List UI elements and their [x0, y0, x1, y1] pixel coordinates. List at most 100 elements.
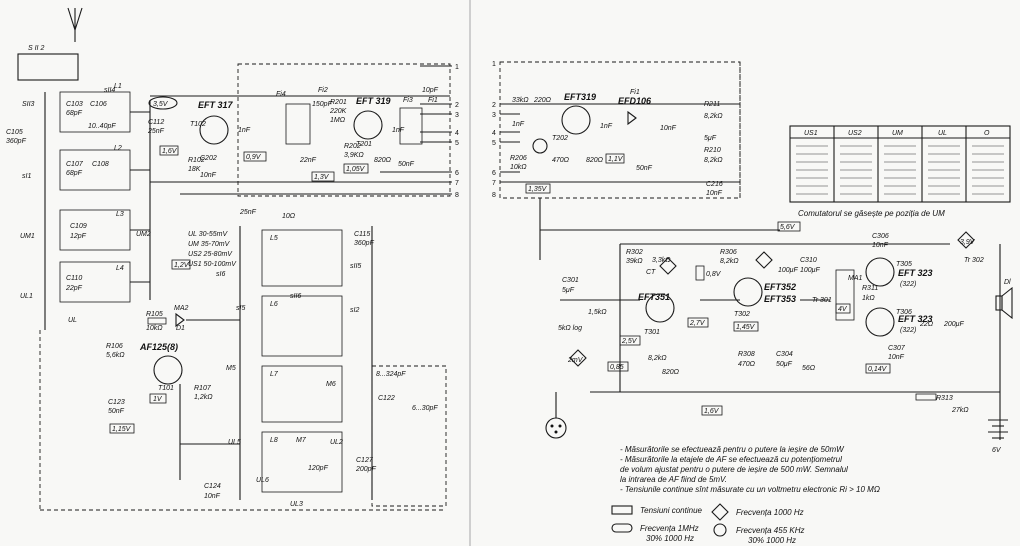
switch-m5: M5 — [226, 365, 236, 372]
diode-ma2: MA2 — [174, 305, 189, 312]
c105-label: C105 — [6, 129, 23, 136]
diode-d1: D1 — [176, 325, 185, 332]
c310-label: C310 — [800, 257, 817, 264]
c124-value: 10nF — [204, 493, 221, 500]
eft319b-label: EFT319 — [564, 92, 596, 102]
r102-label: R102 — [188, 157, 205, 164]
pin-right-3: 3 — [492, 112, 496, 119]
c202-nf: 1nF — [238, 127, 251, 134]
r106-value: 5,6kΩ — [106, 352, 125, 359]
c208-value: 50nF — [398, 161, 415, 168]
if-transformer-2 — [399, 107, 423, 145]
right-input-pins — [500, 103, 540, 183]
switch-ul: UL — [68, 317, 77, 324]
switch-ul5: UL5 — [228, 439, 241, 446]
r210-value: 8,2kΩ — [704, 157, 723, 164]
c209-value: 1nF — [512, 121, 525, 128]
t101-label: T101 — [158, 385, 174, 392]
eft319-label: EFT 319 — [356, 96, 391, 106]
transistor-t201 — [353, 110, 383, 140]
r311-label: R311 — [862, 285, 878, 292]
c307-label: C307 — [888, 345, 906, 352]
c122-label: C122 — [378, 395, 395, 402]
c304-label: C304 — [776, 351, 793, 358]
eft351-label: EFT351 — [638, 292, 670, 302]
volume-pot[interactable]: 5kΩ log — [558, 325, 582, 332]
coil-l4: L4 — [116, 265, 124, 272]
n322b-label: (322) — [900, 327, 916, 334]
ul-range-1: UL 30-55mV — [188, 231, 229, 238]
pin-left-1: 1 — [455, 64, 459, 71]
c109-value: 12pF — [70, 233, 87, 240]
c123-value: 50nF — [108, 408, 125, 415]
pin-right-4: 4 — [492, 130, 496, 137]
voltage-12v: 1,2V — [174, 262, 190, 269]
ul-range-2: UM 35-70mV — [188, 241, 231, 248]
left-output-pins — [150, 65, 452, 195]
c215-value: 5μF — [704, 135, 717, 142]
r-220: 220Ω — [533, 97, 552, 104]
pin-left-8: 8 — [455, 192, 459, 199]
t102-label: T102 — [190, 121, 206, 128]
r210-label: R210 — [704, 147, 721, 154]
r-33k: 33kΩ — [512, 97, 529, 104]
r205-value: 820Ω — [586, 157, 604, 164]
c107-label: C107 — [66, 161, 84, 168]
voltage-35v: 3,5V — [153, 101, 169, 108]
legend-diamond-icon — [711, 503, 729, 521]
voltage-09v: 0,9V — [246, 154, 262, 161]
switch-m7: M7 — [296, 437, 307, 444]
r301-value: 3,3kΩ — [652, 257, 671, 264]
t306-label: T306 — [896, 309, 912, 316]
dc-box-25v — [619, 335, 641, 346]
ul-range-4: US1 50-100mV — [188, 261, 237, 268]
c304-value: 50μF — [776, 361, 793, 368]
voltage-1v: 1V — [153, 396, 163, 403]
tr301-label: Tr 301 — [812, 297, 832, 304]
switch-table-caption: Comutatorul se găsește pe poziția de UM — [798, 209, 945, 218]
c207-value: 10pF — [422, 87, 439, 94]
pin-right-7: 7 — [492, 180, 496, 187]
voltage-27v: 2,7V — [689, 320, 706, 327]
r305-value: 1,5kΩ — [588, 309, 607, 316]
efd106-label: EFD106 — [618, 96, 652, 106]
voltage-16v: 1,6V — [162, 148, 178, 155]
r211-value: 8,2kΩ — [704, 113, 723, 120]
r-1m: 1MΩ — [330, 117, 346, 124]
t301-label: T301 — [644, 329, 660, 336]
battery-symbol — [988, 419, 1008, 439]
pin-right-6: 6 — [492, 170, 496, 177]
c213-value: 50nF — [636, 165, 653, 172]
coil-l2: L2 — [114, 145, 122, 152]
switch-si2: sI2 — [350, 307, 359, 314]
r107-label: R107 — [194, 385, 212, 392]
c111-value: 10..40pF — [88, 123, 116, 130]
switch-um1: UM1 — [20, 233, 35, 240]
r302-label: R302 — [626, 249, 643, 256]
c103-value: 68pF — [66, 110, 83, 117]
r311-value: 1kΩ — [862, 295, 875, 302]
rf-coil-bank — [44, 91, 151, 330]
switch-table-header-us1: US1 — [804, 130, 818, 137]
pin-right-2: 2 — [492, 102, 496, 109]
r207-value: 470Ω — [552, 157, 570, 164]
battery-voltage: 6V — [992, 447, 1002, 454]
voltage-13v: 1,3V — [314, 174, 330, 181]
transistor-t102 — [199, 115, 229, 145]
eft353-label: EFT353 — [764, 294, 796, 304]
note-line-1: - Măsurătorile se efectuează pentru o pu… — [620, 445, 845, 454]
dc-box-105v — [343, 163, 369, 174]
switch-sii3: SII3 — [22, 101, 35, 108]
note-line-4: la intrarea de AF fiind de 5mV. — [620, 475, 727, 484]
input-connector — [545, 417, 567, 439]
voltage-115v: 1,15V — [112, 426, 132, 433]
voltage-014v: 0,14V — [868, 366, 888, 373]
c216-label: C216 — [706, 181, 723, 188]
r101-value: 10Ω — [282, 213, 296, 220]
dc-box-09v — [243, 151, 267, 162]
signal-circle-detector — [532, 138, 548, 154]
dc-badge-35v — [148, 96, 178, 110]
ct-label: CT — [646, 269, 656, 276]
speaker-symbol — [995, 286, 1013, 320]
transistor-t305 — [865, 257, 895, 287]
